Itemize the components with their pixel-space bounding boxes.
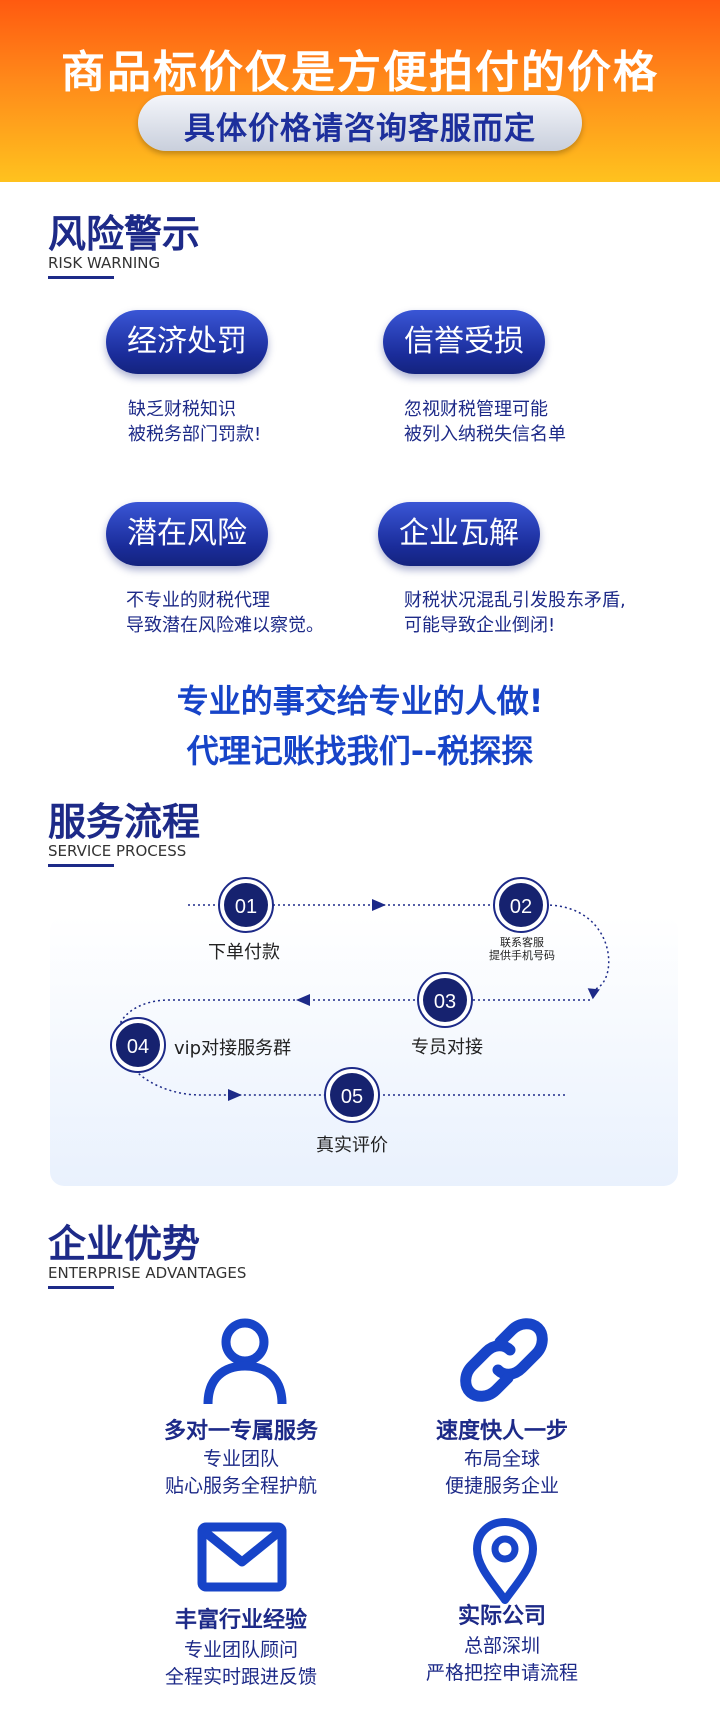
section-underline [48,1286,114,1289]
risk-subtitle: RISK WARNING [48,254,161,272]
risk-desc-economic-penalty: 缺乏财税知识被税务部门罚款! [128,399,262,445]
advantages-subtitle: ENTERPRISE ADVANTAGES [48,1264,247,1282]
advantage-line-3a: 专业团队顾问 [183,1639,298,1661]
step-label-05: 真实评价 [316,1135,388,1156]
risk-pill-credit-damage: 信誉受损 [383,310,545,374]
process-subtitle: SERVICE PROCESS [48,842,187,860]
advantages-section-header: 企业优势 ENTERPRISE ADVANTAGES [48,1222,246,1289]
advantage-title-4: 实际公司 [457,1604,546,1629]
step-number-01: 01 [235,896,257,918]
step-node-01: 01 [218,877,274,933]
banner-title: 商品标价仅是方便拍付的价格 [61,47,659,98]
step-label-02: 联系客服提供手机号码 [489,936,555,962]
risk-pill-potential-risk: 潜在风险 [106,502,268,566]
advantage-line-4a: 总部深圳 [463,1635,540,1657]
step-label-01: 下单付款 [208,942,280,963]
risk-desc-credit-damage: 忽视财税管理可能被列入纳税失信名单 [404,399,566,445]
flow-arrow-left [296,994,310,1006]
risk-section-header: 风险警示 RISK WARNING [48,212,200,279]
advantage-line-1b: 贴心服务全程护航 [164,1475,317,1497]
section-underline [48,276,114,279]
step-node-02: 02 [493,877,549,933]
advantage-title-3: 丰富行业经验 [174,1608,307,1633]
step-label-04: vip对接服务群 [174,1038,292,1059]
flow-connector [544,904,610,991]
advantage-title-1: 多对一专属服务 [163,1419,318,1444]
mail-icon [197,1522,287,1592]
advantage-line-2a: 布局全球 [463,1448,540,1470]
step-label-03: 专员对接 [411,1037,483,1058]
section-underline [48,864,114,867]
risk-pill-economic-penalty: 经济处罚 [106,310,268,374]
step-node-05: 05 [324,1067,380,1123]
advantages-title: 企业优势 [48,1222,201,1266]
risk-title: 风险警示 [48,212,201,256]
banner-subtitle-pill: 具体价格请咨询客服而定 [138,95,582,151]
flow-arrow-right [372,899,386,911]
process-section-header: 服务流程 SERVICE PROCESS [48,800,200,867]
banner-subtitle: 具体价格请咨询客服而定 [184,111,536,147]
slogan-line-1: 专业的事交给专业的人做! [176,682,544,720]
step-node-03: 03 [417,972,473,1028]
location-pin-icon [473,1518,537,1604]
risk-desc-business-collapse: 财税状况混乱引发股东矛盾,可能导致企业倒闭! [404,590,626,636]
process-title: 服务流程 [48,800,201,844]
top-banner: 商品标价仅是方便拍付的价格 具体价格请咨询客服而定 [0,0,720,182]
person-icon [203,1318,287,1405]
process-flow-diagram: 01 02 03 04 05 [110,877,610,1123]
flow-arrow-down [587,988,600,1000]
link-icon [460,1318,548,1402]
advantage-line-4b: 严格把控申请流程 [425,1662,578,1684]
step-node-04: 04 [110,1017,166,1073]
step-number-02: 02 [510,896,532,918]
risk-desc-potential-risk: 不专业的财税代理导致潜在风险难以察觉。 [126,590,324,636]
step-number-03: 03 [434,991,456,1013]
advantage-line-3b: 全程实时跟进反馈 [164,1666,317,1688]
advantage-title-2: 速度快人一步 [435,1419,568,1444]
step-number-05: 05 [341,1086,363,1108]
advantage-line-1a: 专业团队 [202,1448,279,1470]
slogan-line-2: 代理记账找我们--税探探 [186,732,534,770]
advantage-line-2b: 便捷服务企业 [444,1475,559,1497]
step-number-04: 04 [127,1036,149,1058]
flow-arrow-right [228,1089,242,1101]
risk-pill-business-collapse: 企业瓦解 [378,502,540,566]
